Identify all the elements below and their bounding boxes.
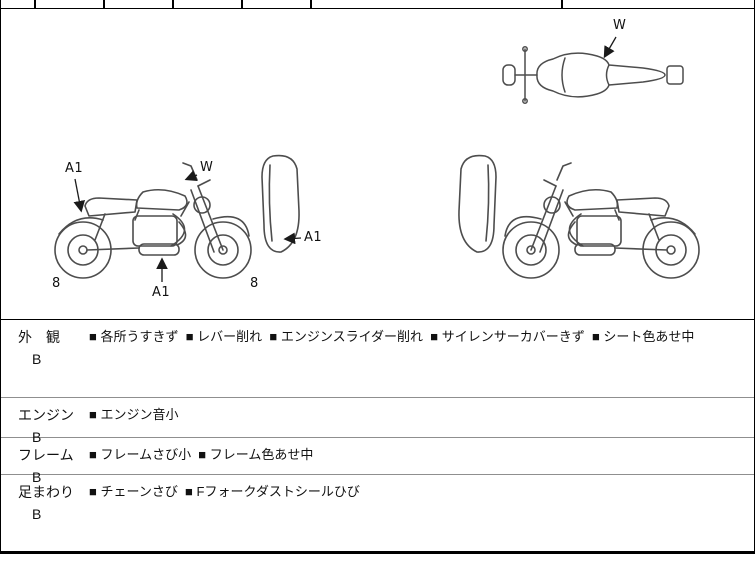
inspection-row-exterior: 外 観 B ■ 各所うすきず ■ レバー削れ ■ エンジンスライダー削れ ■ サ… xyxy=(1,320,754,397)
label-w-top: W xyxy=(613,18,627,33)
label-8-right: 8 xyxy=(250,276,259,291)
motorcycle-diagram-panel: W A1 W A1 A1 8 8 xyxy=(1,9,754,320)
category-notes: ■ チェーンさび ■ Fフォークダストシールひび xyxy=(89,484,360,499)
category-name: フレーム xyxy=(18,447,74,463)
category-cell: 足まわり B xyxy=(1,475,87,551)
inspection-row-frame: フレーム B ■ フレームさび小 ■ フレーム色あせ中 xyxy=(1,437,754,485)
category-name: 外 観 xyxy=(18,329,60,345)
table-column-divider xyxy=(103,0,105,9)
category-grade: B xyxy=(32,506,42,522)
label-a1-rear: A1 xyxy=(65,161,84,176)
previous-table-bottom-edge xyxy=(1,0,754,9)
category-grade: B xyxy=(32,351,42,367)
label-a1-panel: A1 xyxy=(304,230,323,245)
left-panel-drawing xyxy=(261,154,300,253)
category-cell: 外 観 B xyxy=(1,320,87,397)
inspection-row-undercarriage: 足まわり B ■ チェーンさび ■ Fフォークダストシールひび xyxy=(1,474,754,551)
table-column-divider xyxy=(34,0,36,9)
left-side-drawing xyxy=(54,162,252,279)
right-side-drawing xyxy=(502,162,700,279)
category-cell: エンジン B xyxy=(1,398,87,445)
motorcycle-diagram-art xyxy=(54,36,700,282)
label-a1-muffler: A1 xyxy=(152,285,171,300)
annotation-arrows xyxy=(73,36,617,282)
table-column-divider xyxy=(172,0,174,9)
table-column-divider xyxy=(241,0,243,9)
top-view-drawing xyxy=(502,46,684,104)
table-column-divider xyxy=(561,0,563,9)
category-notes: ■ フレームさび小 ■ フレーム色あせ中 xyxy=(89,447,314,462)
right-panel-drawing xyxy=(458,154,497,253)
sheet-bottom-border xyxy=(0,551,755,554)
inspection-row-engine: エンジン B ■ エンジン音小 xyxy=(1,397,754,445)
category-notes: ■ 各所うすきず ■ レバー削れ ■ エンジンスライダー削れ ■ サイレンサーカ… xyxy=(89,329,695,344)
label-w-side: W xyxy=(200,160,214,175)
table-column-divider xyxy=(310,0,312,9)
category-grade: B xyxy=(32,429,42,445)
category-notes: ■ エンジン音小 xyxy=(89,407,179,422)
category-grade: B xyxy=(32,469,42,485)
category-cell: フレーム B xyxy=(1,438,87,485)
category-name: 足まわり xyxy=(18,484,74,500)
label-8-left: 8 xyxy=(52,276,61,291)
category-name: エンジン xyxy=(18,407,74,423)
